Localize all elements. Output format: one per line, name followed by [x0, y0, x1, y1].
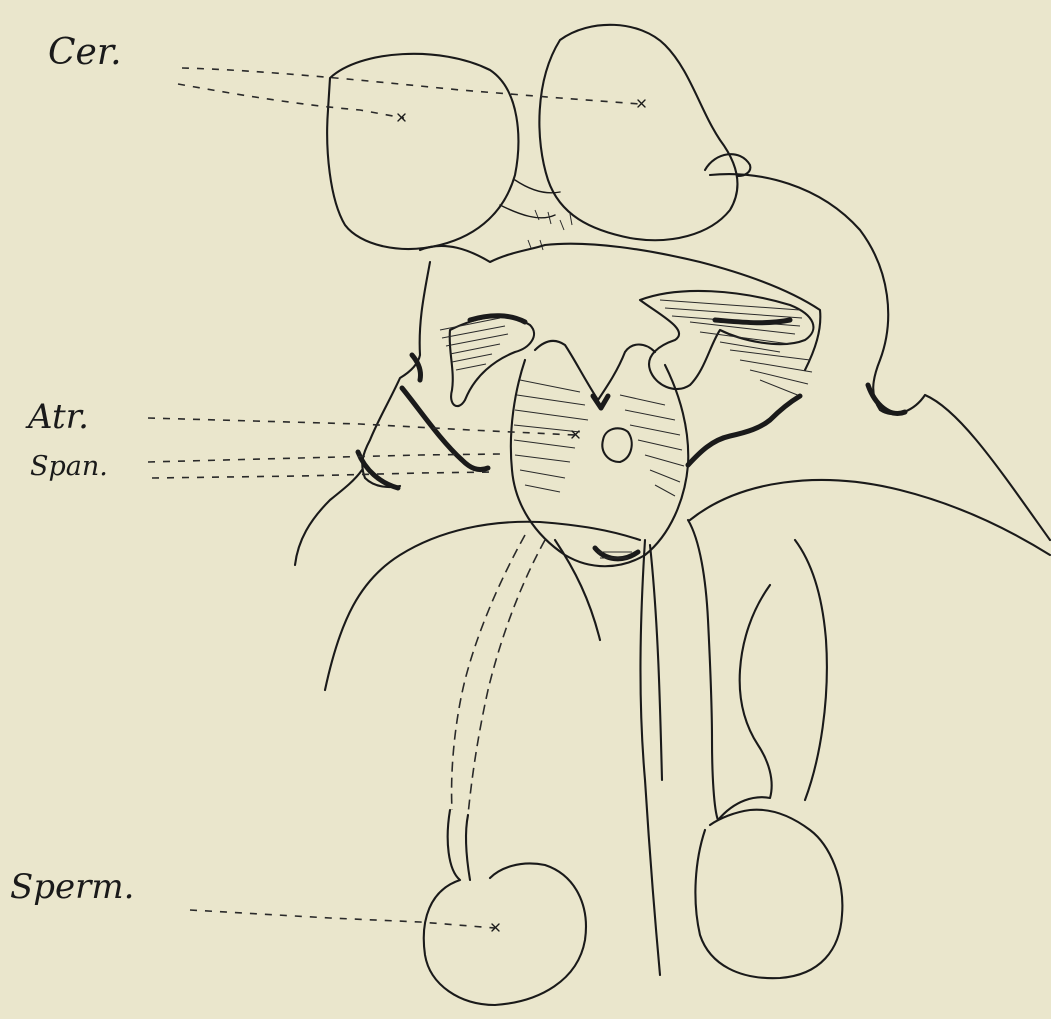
left-spanning-edge	[402, 388, 488, 470]
cerebral-ganglion-right	[539, 25, 737, 240]
leader-cer-2	[178, 84, 404, 118]
leader-span-1	[148, 454, 500, 462]
sperm-duct-outer	[452, 535, 525, 810]
stalk-center	[640, 540, 660, 975]
spermatheca-left	[424, 810, 586, 1005]
label-sperm: Sperm.	[10, 867, 134, 907]
atrium-bulb	[511, 360, 688, 566]
stalk-right	[650, 545, 662, 780]
leader-sperm	[190, 910, 495, 928]
right-sac	[695, 810, 842, 979]
right-spanning-edge	[688, 396, 800, 465]
cerebral-knob	[705, 154, 750, 176]
leader-span-2	[152, 472, 495, 478]
cerebral-ganglion-left	[327, 54, 518, 249]
right-pouch	[688, 520, 772, 820]
left-sac-connect	[466, 815, 470, 880]
label-cer: Cer.	[48, 32, 122, 73]
label-span: Span.	[30, 451, 108, 482]
label-atr: Atr.	[25, 397, 89, 437]
left-atrial-wing	[450, 317, 534, 406]
stalk-left	[555, 540, 600, 640]
right-atrial-wing	[640, 291, 813, 389]
target-marks	[398, 100, 645, 931]
left-outer-arc	[295, 470, 362, 565]
atrium-bottom	[595, 548, 638, 559]
target-cer-right	[638, 100, 645, 107]
sperm-duct-inner	[468, 540, 545, 815]
right-sac-tail	[795, 540, 827, 800]
leaders	[148, 68, 640, 928]
right-wing-dark	[715, 320, 790, 323]
leader-cer-1	[182, 68, 640, 104]
right-body-arc	[690, 480, 1050, 555]
atrium-pore	[602, 428, 631, 462]
central-v	[535, 341, 655, 400]
right-wing-hatching	[660, 300, 812, 396]
